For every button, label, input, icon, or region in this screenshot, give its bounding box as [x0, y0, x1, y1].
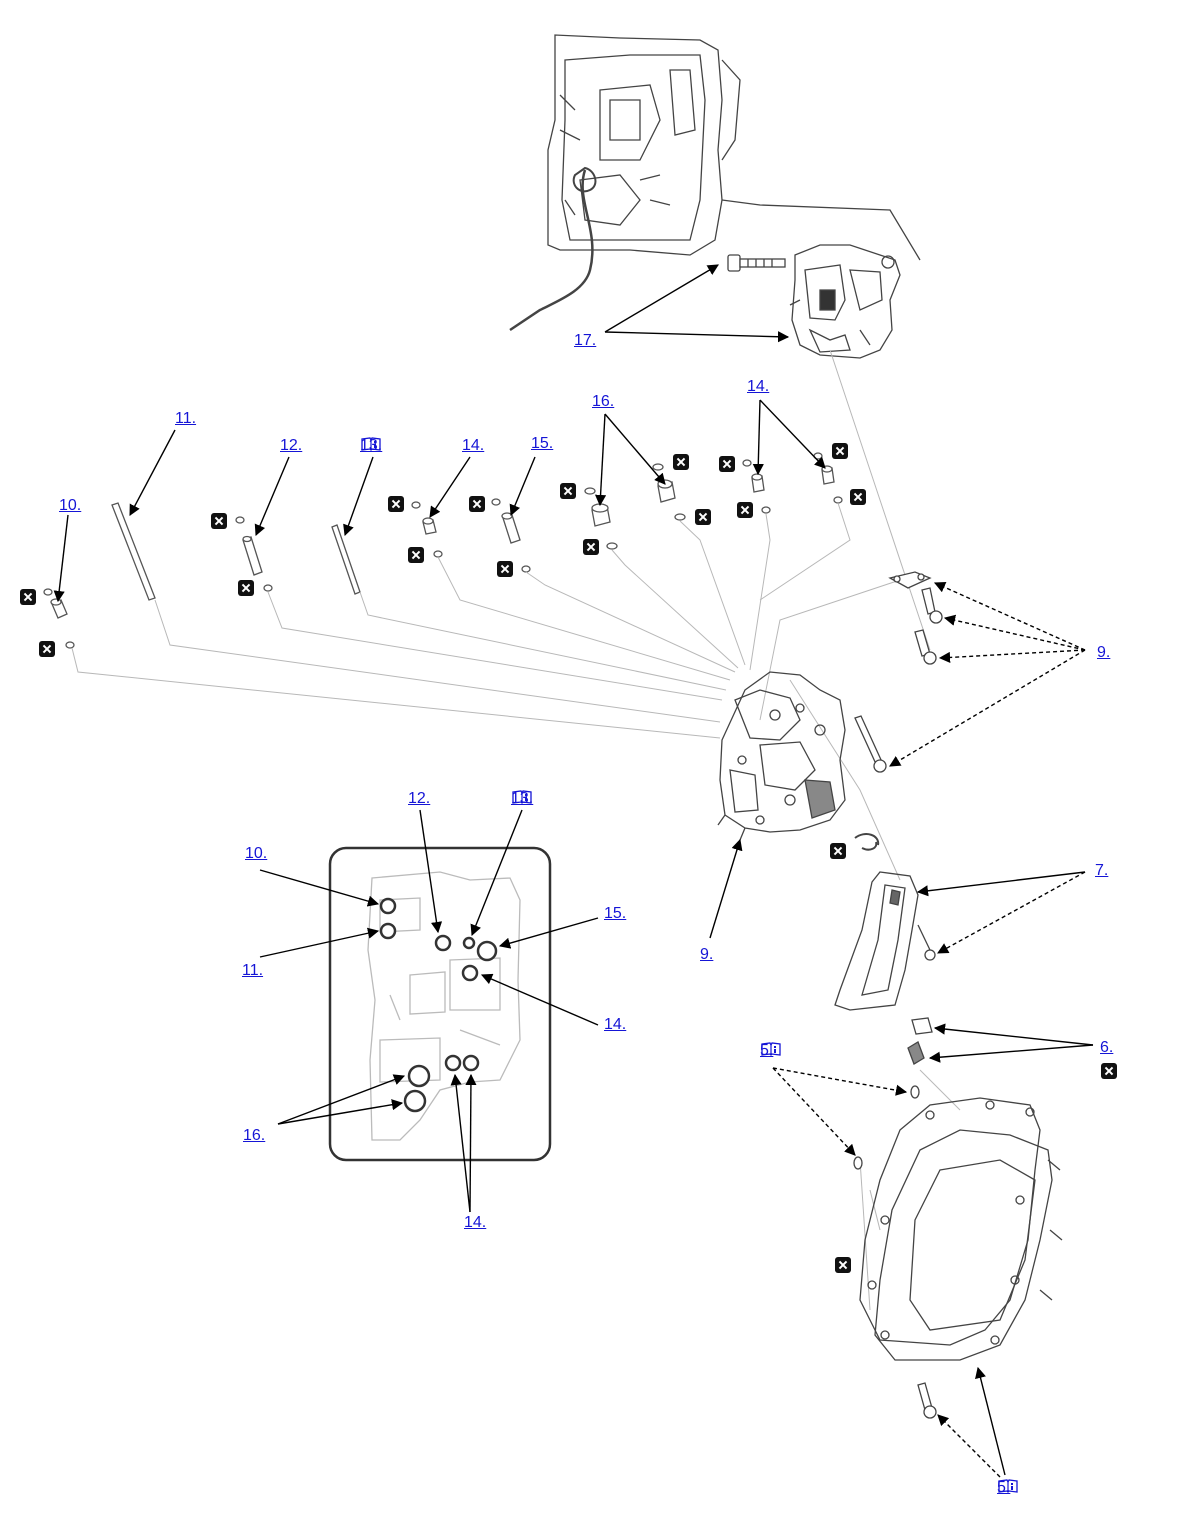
inset-callout-15[interactable]: 15.: [604, 905, 627, 922]
x-replace-icon: [20, 589, 36, 605]
x-replace-icon: [583, 539, 599, 555]
callout-14-right[interactable]: 14.: [747, 378, 770, 395]
book-reference-icon: [361, 437, 381, 451]
book-reference-icon: [512, 790, 532, 804]
solid-arrows: [53, 264, 1094, 1476]
callout-9-valve-body[interactable]: 9.: [700, 946, 714, 963]
inset-callout-13[interactable]: 13.: [511, 790, 534, 807]
x-replace-icon: [39, 641, 55, 657]
x-replace-icon: [408, 547, 424, 563]
bolt-17: [727, 254, 786, 272]
x-replace-icon: [719, 456, 735, 472]
callout-12[interactable]: 12.: [280, 437, 303, 454]
x-replace-icon: [832, 443, 848, 459]
inset-callout-14-lower[interactable]: 14.: [464, 1214, 487, 1231]
x-replace-icon: [1101, 1063, 1117, 1079]
plate-and-bolts-9: [854, 571, 943, 773]
book-reference-icon: [761, 1042, 781, 1056]
small-parts: [43, 452, 843, 649]
x-replace-icon: [737, 502, 753, 518]
callout-15[interactable]: 15.: [531, 435, 554, 452]
x-replace-icon: [238, 580, 254, 596]
x-replace-icon: [673, 454, 689, 470]
callout-7[interactable]: 7.: [1095, 862, 1109, 879]
inset-callout-16[interactable]: 16.: [243, 1127, 266, 1144]
callout-13[interactable]: 13.: [360, 437, 383, 454]
callout-14-left[interactable]: 14.: [462, 437, 485, 454]
upper-valve-body: [789, 244, 901, 359]
oil-pan: [853, 1085, 1063, 1361]
oil-pan-bolt: [917, 1382, 937, 1419]
x-replace-icon: [211, 513, 227, 529]
x-replace-icon: [695, 509, 711, 525]
leader-lines: [71, 349, 961, 1311]
callout-17[interactable]: 17.: [574, 332, 597, 349]
inset-callout-10[interactable]: 10.: [245, 845, 268, 862]
dashed-arrows: [772, 581, 1086, 1478]
callout-5-dowels[interactable]: 5.: [760, 1042, 781, 1060]
lower-valve-body: [717, 671, 846, 841]
inset-callout-11[interactable]: 11.: [242, 962, 264, 979]
oil-strainer: [834, 833, 936, 1011]
x-replace-icon: [835, 1257, 851, 1273]
callout-11[interactable]: 11.: [175, 410, 197, 427]
callout-6[interactable]: 6.: [1100, 1039, 1114, 1056]
parts-6: [907, 1017, 933, 1065]
x-replace-icon: [830, 843, 846, 859]
x-replace-icon: [850, 489, 866, 505]
transmission-case: [509, 34, 921, 332]
callout-9-bolts[interactable]: 9.: [1097, 644, 1111, 661]
callout-10[interactable]: 10.: [59, 497, 82, 514]
book-reference-icon: [998, 1479, 1018, 1493]
x-replace-icon: [560, 483, 576, 499]
inset-callout-12[interactable]: 12.: [408, 790, 431, 807]
x-replace-icon: [497, 561, 513, 577]
x-replace-icon: [469, 496, 485, 512]
x-replace-icon: [388, 496, 404, 512]
callout-5-oil-pan[interactable]: 5.: [997, 1479, 1018, 1497]
callout-16[interactable]: 16.: [592, 393, 615, 410]
inset-callout-14-upper[interactable]: 14.: [604, 1016, 627, 1033]
inset-valve-body: [328, 846, 552, 1162]
